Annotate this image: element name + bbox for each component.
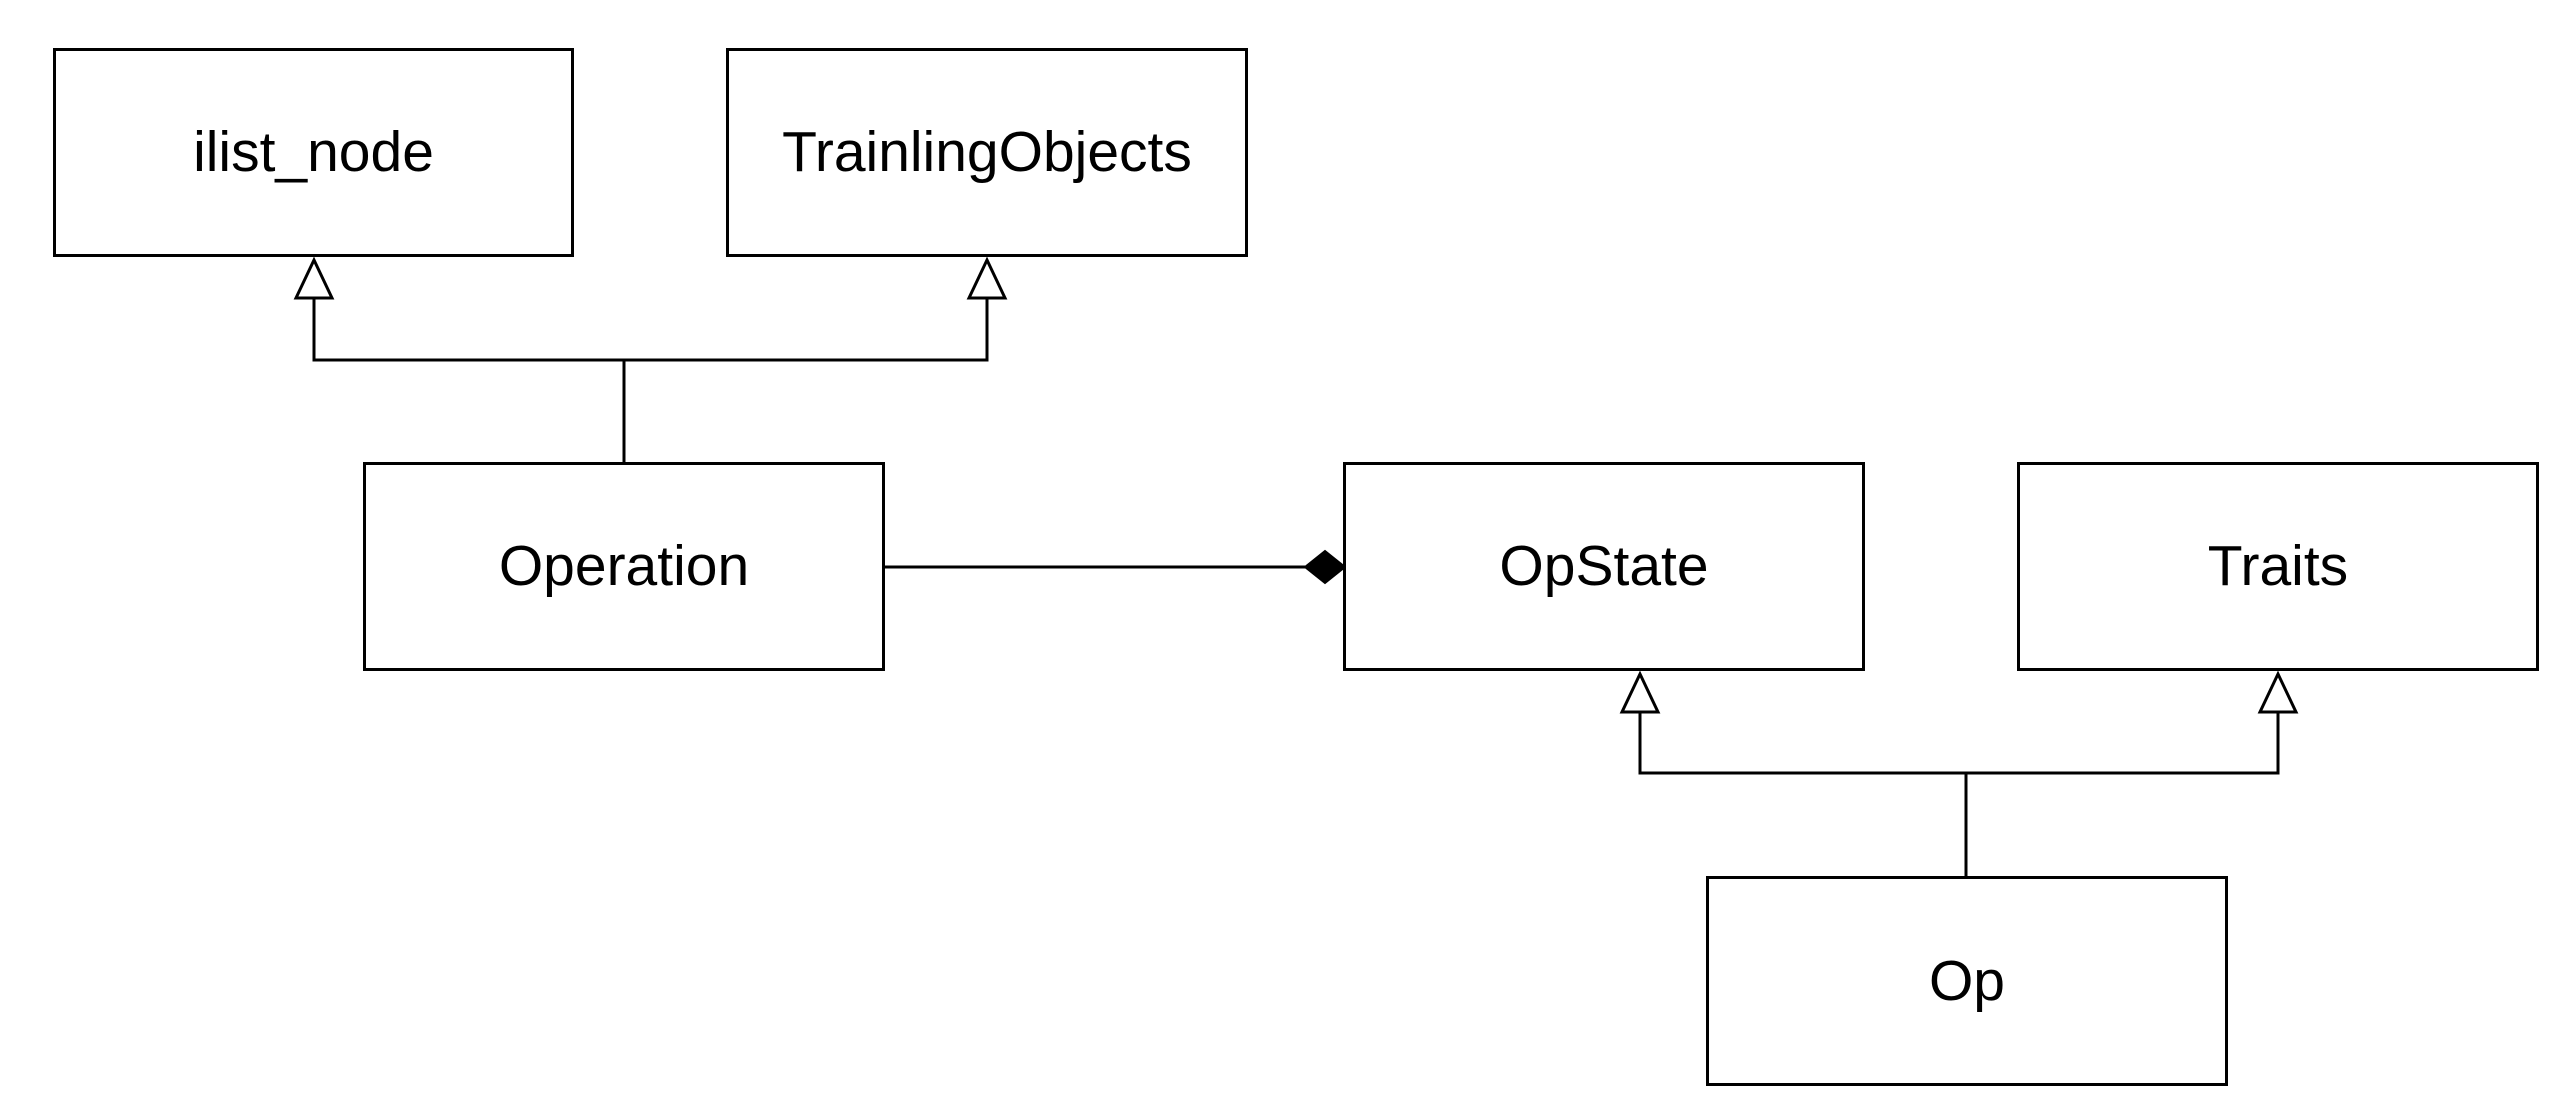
- inheritance-arrowhead-traits: [2257, 670, 2299, 714]
- class-label-opstate: OpState: [1499, 534, 1709, 598]
- inheritance-line-to-traits: [1966, 712, 2280, 775]
- class-box-operation: Operation: [363, 462, 885, 671]
- composition-diamond: [1303, 549, 1347, 585]
- class-box-opstate: OpState: [1343, 462, 1865, 671]
- class-box-traits: Traits: [2017, 462, 2539, 671]
- inheritance-arrowhead-ilist-node: [293, 256, 335, 300]
- inheritance-line-to-trailing-objects: [624, 298, 989, 362]
- class-label-operation: Operation: [498, 534, 750, 598]
- class-label-traits: Traits: [2207, 534, 2349, 598]
- class-label-ilist-node: ilist_node: [193, 120, 434, 184]
- class-box-trailing-objects: TrainlingObjects: [726, 48, 1248, 257]
- inheritance-arrowhead-trailing-objects: [966, 256, 1008, 300]
- class-box-ilist-node: ilist_node: [53, 48, 574, 257]
- inheritance-line-to-ilist-node: [312, 298, 624, 362]
- inheritance-arrowhead-opstate: [1619, 670, 1661, 714]
- class-label-trailing-objects: TrainlingObjects: [782, 120, 1192, 184]
- class-box-op: Op: [1706, 876, 2228, 1086]
- inheritance-line-to-opstate: [1638, 712, 1966, 775]
- class-label-op: Op: [1928, 948, 2006, 1013]
